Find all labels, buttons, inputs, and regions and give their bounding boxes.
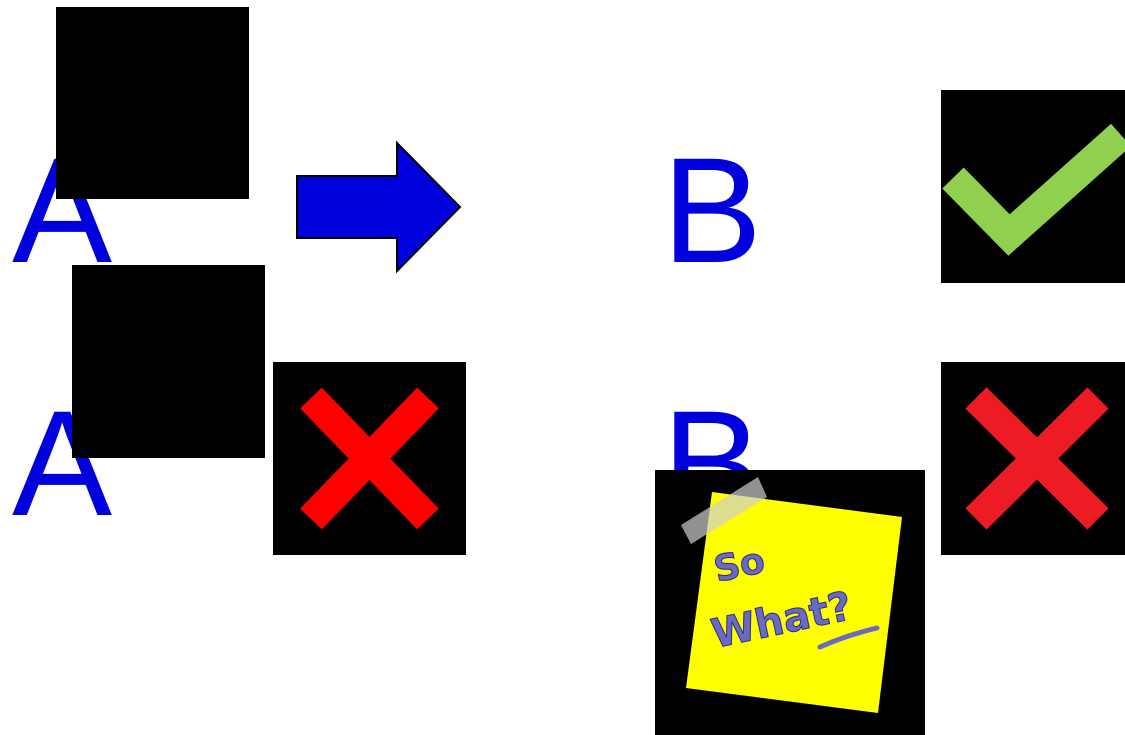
- sticky-note-image: So What?: [655, 470, 925, 735]
- checkmark-icon: [941, 90, 1125, 283]
- right-arrow-icon: [294, 140, 464, 274]
- redacted-box-bottom: [72, 265, 265, 458]
- cross-icon-right: [941, 362, 1125, 555]
- redacted-box-top: [56, 7, 249, 199]
- letter-b-top: B: [662, 135, 762, 285]
- cross-icon-middle: [273, 362, 466, 555]
